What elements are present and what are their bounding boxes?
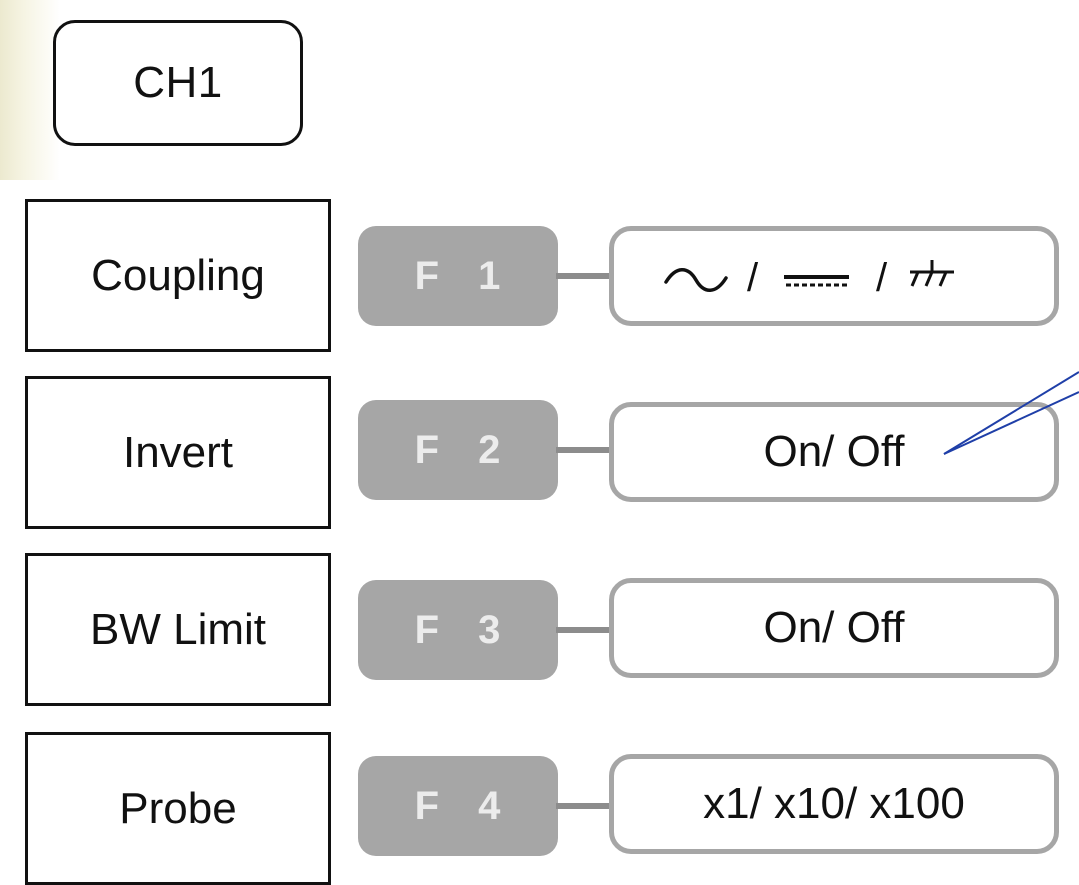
bw-limit-options-text: On/ Off — [763, 603, 905, 652]
dc-coupling-icon — [784, 275, 849, 287]
probe-options[interactable]: x1/ x10/ x100 — [609, 754, 1059, 854]
menu-label-text: BW Limit — [90, 604, 266, 654]
bw-limit-options[interactable]: On/ Off — [609, 578, 1059, 678]
ground-coupling-icon — [910, 260, 954, 287]
f1-key-label: F 1 — [414, 253, 502, 298]
f3-connector — [556, 627, 612, 633]
f3-key[interactable]: F 3 — [358, 580, 558, 680]
f3-key-label: F 3 — [414, 607, 502, 652]
channel-button[interactable]: CH1 — [53, 20, 303, 146]
invert-options-text: On/ Off — [763, 427, 905, 476]
probe-options-text: x1/ x10/ x100 — [703, 779, 965, 828]
coupling-separator-1: / — [747, 256, 759, 300]
f4-connector — [556, 803, 612, 809]
f2-connector — [556, 447, 612, 453]
f4-key-label: F 4 — [414, 783, 502, 828]
invert-options[interactable]: On/ Off — [609, 402, 1059, 502]
f1-key[interactable]: F 1 — [358, 226, 558, 326]
coupling-options[interactable]: / / — [609, 226, 1059, 326]
background-glow — [0, 0, 60, 180]
ac-coupling-icon — [664, 268, 728, 292]
f2-key[interactable]: F 2 — [358, 400, 558, 500]
f1-connector — [556, 273, 612, 279]
menu-label-text: Invert — [122, 427, 234, 477]
coupling-options-graphic: / / — [664, 256, 954, 300]
menu-label-bw-limit: BW Limit — [25, 553, 331, 706]
menu-label-text: Coupling — [91, 250, 265, 300]
menu-label-coupling: Coupling — [25, 199, 331, 352]
f2-key-label: F 2 — [414, 427, 502, 472]
f4-key[interactable]: F 4 — [358, 756, 558, 856]
menu-label-probe: Probe — [25, 732, 331, 885]
coupling-separator-2: / — [876, 256, 888, 300]
menu-label-text: Probe — [119, 783, 237, 833]
menu-label-invert: Invert — [25, 376, 331, 529]
channel-label: CH1 — [133, 58, 223, 107]
